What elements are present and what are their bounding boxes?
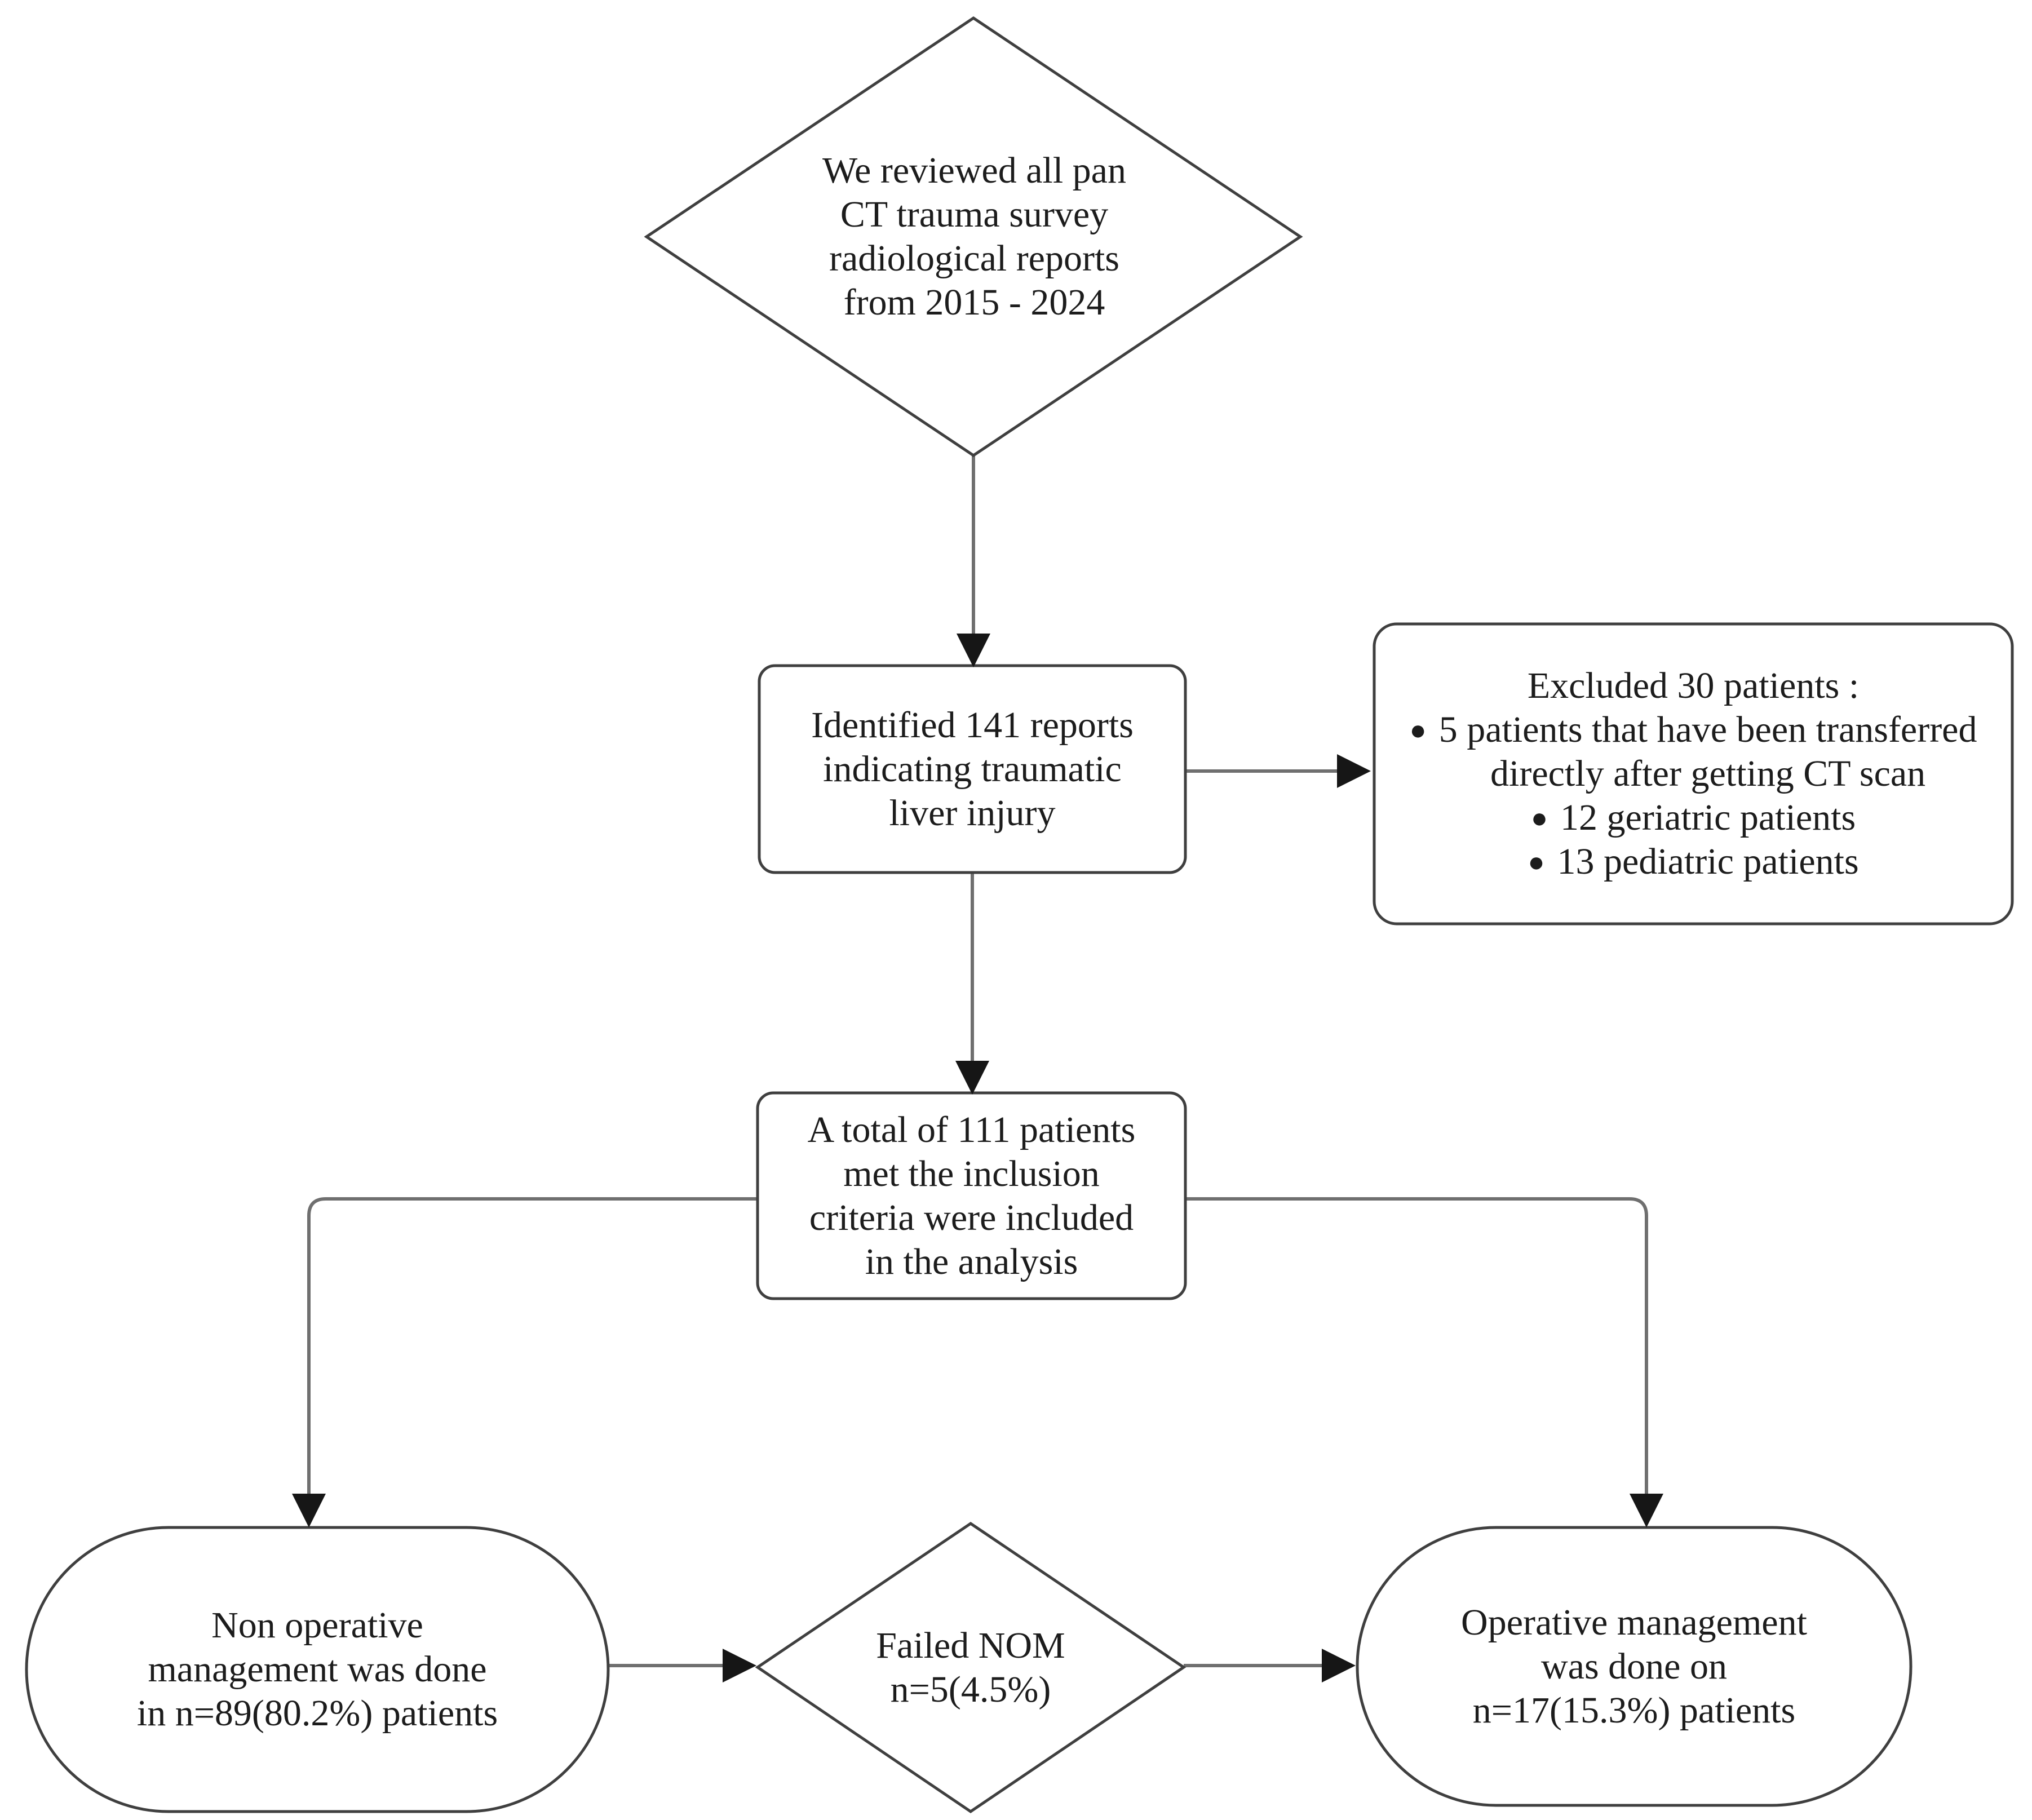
arrowhead-right-om [1322, 1649, 1356, 1682]
bullet-icon: ● [1528, 846, 1545, 878]
review-diamond-label: We reviewed all pan CT trauma survey rad… [822, 150, 1126, 323]
excluded-box-title: Excluded 30 patients : [1527, 665, 1860, 706]
connector-included-to-nom [307, 1197, 758, 1494]
excluded-item-pediatric: ● 13 pediatric patients [1528, 840, 1858, 884]
arrowhead-down-included [955, 1061, 989, 1095]
bullet-icon: ● [1409, 714, 1427, 746]
arrowhead-down-identified [957, 634, 990, 667]
arrowhead-down-nom [292, 1494, 326, 1527]
bullet-icon: ● [1530, 802, 1548, 834]
review-diamond-shape [644, 16, 1303, 458]
excluded-item-text: 13 pediatric patients [1557, 841, 1859, 882]
nom-stadium-shape [25, 1526, 610, 1813]
arrowhead-down-om [1630, 1494, 1663, 1527]
excluded-item-transferred: ● 5 patients that have been transferred … [1410, 708, 1977, 796]
failed-nom-diamond-shape [755, 1521, 1187, 1814]
arrowhead-right-excluded [1337, 754, 1371, 788]
excluded-item-geriatric: ● 12 geriatric patients [1531, 796, 1856, 840]
nom-stadium-label: Non operative management was done in n=8… [136, 1605, 498, 1734]
identified-box-shape [758, 664, 1187, 874]
excluded-item-text: 5 patients that have been transferred di… [1438, 709, 1977, 794]
excluded-item-text: 12 geriatric patients [1560, 797, 1856, 838]
excluded-box-content: Excluded 30 patients : ● 5 patients that… [1374, 624, 2012, 924]
connector-included-to-om [1185, 1197, 1648, 1494]
excluded-box-shape [1373, 622, 2014, 926]
included-box-label: A total of 111 patients met the inclusio… [807, 1109, 1136, 1282]
om-stadium-label: Operative management was done on n=17(15… [1461, 1601, 1807, 1731]
om-stadium-shape [1356, 1526, 1913, 1807]
failed-nom-diamond-label: Failed NOM n=5(4.5%) [876, 1624, 1065, 1710]
identified-box-label: Identified 141 reports indicating trauma… [811, 704, 1134, 834]
arrowhead-right-failed [723, 1649, 756, 1682]
